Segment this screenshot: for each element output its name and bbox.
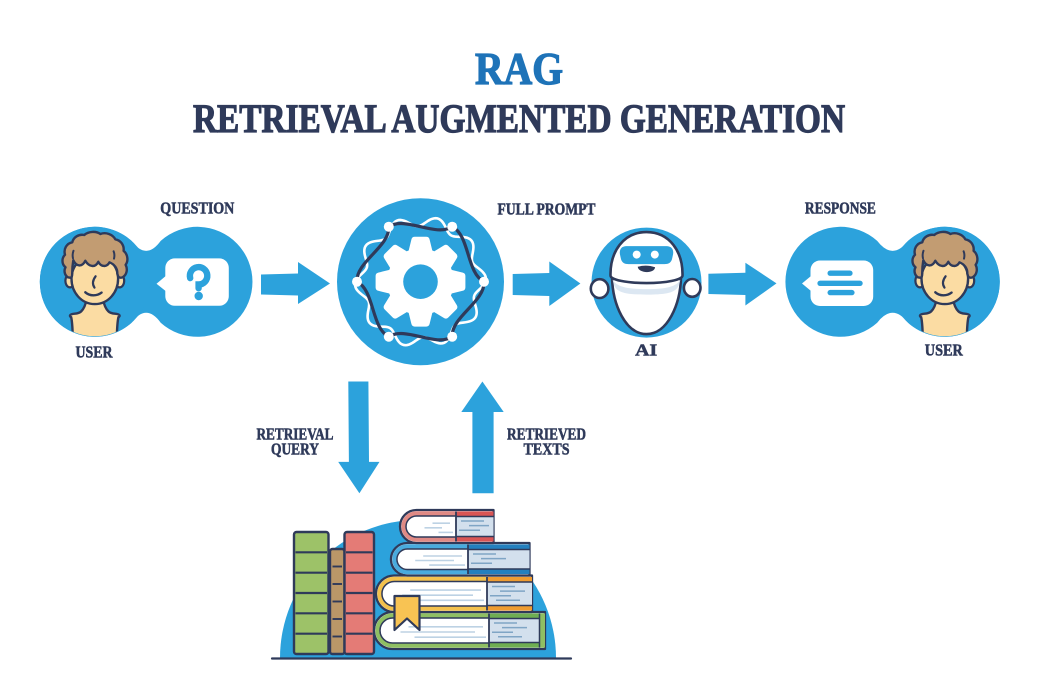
svg-text:USER: USER — [925, 341, 964, 360]
svg-text:FULL PROMPT: FULL PROMPT — [498, 200, 597, 219]
svg-text:RETRIEVAL AUGMENTED GENERATION: RETRIEVAL AUGMENTED GENERATION — [193, 96, 845, 141]
svg-text:USER: USER — [76, 343, 114, 362]
svg-text:RAG: RAG — [475, 43, 563, 94]
svg-text:RESPONSE: RESPONSE — [805, 199, 876, 218]
svg-text:AI: AI — [635, 341, 657, 360]
svg-text:QUESTION: QUESTION — [160, 199, 235, 218]
svg-text:RETRIEVAL: RETRIEVAL — [257, 425, 334, 444]
svg-text:QUERY: QUERY — [271, 440, 319, 459]
svg-text:TEXTS: TEXTS — [524, 440, 570, 459]
svg-text:RETRIEVED: RETRIEVED — [507, 425, 586, 444]
